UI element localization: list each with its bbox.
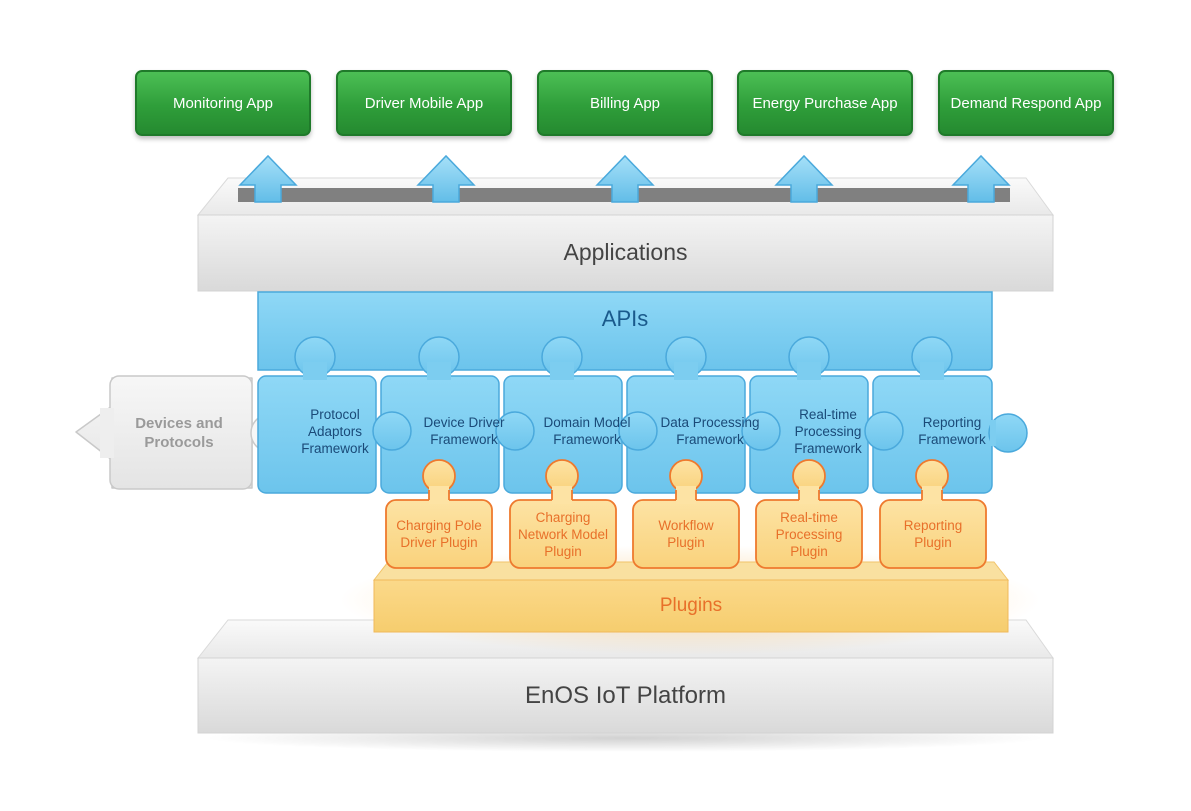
framework-label: Protocol Adaptors Framework bbox=[301, 406, 369, 456]
framework-label: Reporting Framework bbox=[918, 415, 986, 447]
plugin-piece bbox=[632, 459, 740, 569]
plugin-label: Real-time Processing Plugin bbox=[775, 509, 843, 559]
devices-protocols-label: Devices and Protocols bbox=[135, 415, 223, 451]
plugin-piece bbox=[385, 459, 493, 569]
plugin-pieces bbox=[385, 459, 987, 569]
framework-piece bbox=[257, 336, 377, 494]
framework-label: Real-time Processing Framework bbox=[794, 406, 862, 456]
apis-title: APIs bbox=[601, 306, 649, 331]
up-arrows bbox=[238, 154, 1011, 203]
demand-respond-app-button[interactable]: Demand Respond App bbox=[938, 70, 1114, 136]
plugin-piece bbox=[755, 459, 863, 569]
plugin-piece bbox=[509, 459, 617, 569]
plugin-piece bbox=[879, 459, 987, 569]
framework-piece bbox=[864, 336, 1028, 494]
billing-app-button[interactable]: Billing App bbox=[537, 70, 713, 136]
framework-piece bbox=[618, 336, 746, 494]
applications-title: Applications bbox=[563, 238, 688, 265]
energy-purchase-app-button[interactable]: Energy Purchase App bbox=[737, 70, 913, 136]
framework-piece bbox=[495, 336, 623, 494]
driver-mobile-app-button[interactable]: Driver Mobile App bbox=[336, 70, 512, 136]
framework-piece bbox=[372, 336, 500, 494]
framework-pieces bbox=[257, 336, 1028, 494]
monitoring-app-button[interactable]: Monitoring App bbox=[135, 70, 311, 136]
framework-label: Data Processing Framework bbox=[660, 415, 760, 447]
framework-label: Device Driver Framework bbox=[423, 415, 505, 447]
applications-layer bbox=[196, 177, 1054, 292]
plugin-label: Charging Pole Driver Plugin bbox=[396, 518, 482, 550]
up-arrow-icon bbox=[774, 154, 834, 203]
up-arrow-icon bbox=[238, 154, 298, 203]
up-arrow-icon bbox=[951, 154, 1011, 203]
plugin-label: Charging Network Model Plugin bbox=[517, 509, 609, 559]
up-arrow-icon bbox=[595, 154, 655, 203]
plugins-title: Plugins bbox=[659, 595, 723, 616]
framework-label: Domain Model Framework bbox=[543, 415, 631, 447]
platform-title: EnOS IoT Platform bbox=[525, 682, 726, 709]
up-arrow-icon bbox=[416, 154, 476, 203]
plugin-label: Reporting Plugin bbox=[903, 518, 963, 550]
plugin-label: Workflow Plugin bbox=[658, 518, 714, 550]
apps-row: Monitoring App Driver Mobile App Billing… bbox=[0, 0, 1191, 150]
